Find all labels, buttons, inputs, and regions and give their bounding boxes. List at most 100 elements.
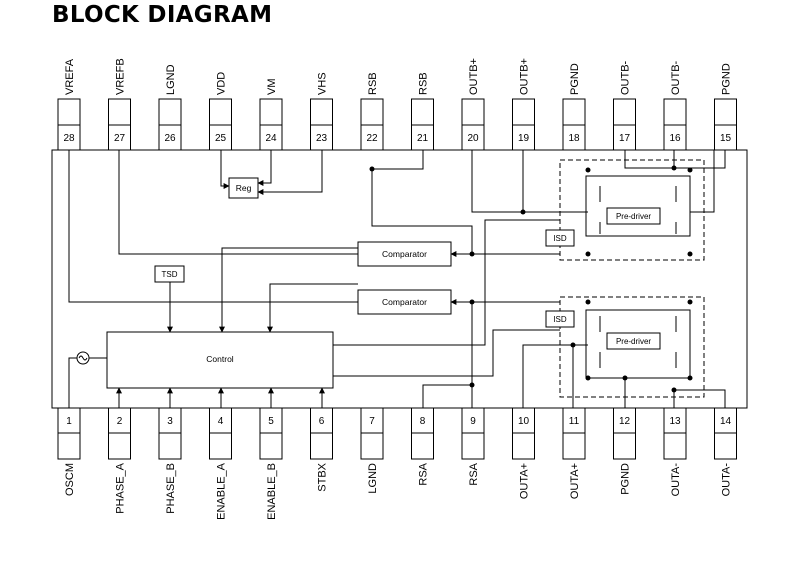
pin-number: 14 [720,416,732,427]
comparator-a-block: Comparator [357,289,452,315]
tsd-label: TSD [162,270,178,279]
pin-name: LGND [367,463,379,494]
h-bridge-b [559,159,705,261]
pins-layer: 28VREFA27VREFB26LGND25VDD24VM23VHS22RSB2… [57,58,737,520]
pin-number: 9 [470,416,476,427]
control-block: Control [106,331,334,389]
pin-name: VREFA [64,58,76,95]
pin-name: OUTA+ [569,463,581,499]
predriver-b-block: Pre-driver [606,207,661,225]
pin-name: STBX [317,462,329,491]
pin-number: 19 [518,133,530,144]
pin-top-0: 28 VREFA [57,58,81,151]
comparator-b-block: Comparator [357,241,452,267]
h-bridge-a [559,296,705,398]
pin-name: OUTB+ [468,58,480,95]
pin-number: 10 [518,416,530,427]
pin-number: 28 [63,133,75,144]
pin-name: PGND [620,463,632,495]
pin-number: 7 [369,416,375,427]
pin-top-3: 25 VDD [209,72,232,151]
pin-number: 18 [568,133,580,144]
pin-number: 3 [167,416,173,427]
pin-name: RSB [367,72,379,95]
pin-number: 5 [268,416,274,427]
pin-number: 13 [669,416,681,427]
pin-name: PHASE_A [115,462,127,513]
predriver-b-label: Pre-driver [616,212,651,221]
oscillator-icon [76,351,90,365]
pin-number: 11 [569,416,580,427]
pin-number: 1 [66,416,72,427]
pin-top-2: 26 LGND [158,64,182,151]
pin-number: 4 [218,416,224,427]
pin-number: 17 [619,133,631,144]
comparator-a-label: Comparator [382,297,427,307]
predriver-a-block: Pre-driver [606,332,661,350]
isd-a-label: ISD [553,315,567,324]
isd-b-label: ISD [553,234,567,243]
pin-name: PGND [721,63,733,95]
pin-name: VM [266,79,278,96]
pin-number: 22 [366,133,378,144]
tsd-block: TSD [154,265,185,283]
pin-number: 24 [265,133,277,144]
pin-name: OUTA- [670,463,682,497]
pin-number: 16 [669,133,681,144]
pin-name: OUTA- [721,463,733,497]
pin-number: 6 [319,416,325,427]
pin-name: OUTA+ [519,463,531,499]
pin-name: OUTB- [620,60,632,95]
pin-name: OUTB- [670,60,682,95]
pin-name: VDD [216,72,228,95]
chip-outline [51,149,748,409]
pin-number: 27 [114,133,126,144]
pin-name: ENABLE_A [216,462,228,520]
pin-number: 23 [316,133,328,144]
pin-top-1: 27 VREFB [108,58,131,151]
pin-top-11: 17 OUTB- [613,60,636,151]
diagram-title: BLOCK DIAGRAM [52,2,273,28]
wiring [68,150,726,408]
pin-number: 26 [164,133,176,144]
pin-name: OSCM [64,463,76,496]
pin-name: RSA [468,462,480,485]
predriver-a-label: Pre-driver [616,337,651,346]
pin-name: VREFB [115,58,127,95]
pin-name: OUTB+ [519,58,531,95]
junction-dots [369,165,693,393]
pin-number: 2 [117,416,123,427]
pin-top-10: 18 PGND [562,63,586,151]
control-label: Control [206,354,234,364]
isd-b-block: ISD [545,229,575,247]
pin-name: PGND [569,63,581,95]
pin-number: 15 [720,133,732,144]
pin-top-13: 15 PGND [714,63,737,151]
pin-name: ENABLE_B [266,463,278,520]
pin-top-12: 16 OUTB- [663,60,687,151]
comparator-b-label: Comparator [382,249,427,259]
pin-top-9: 19 OUTB+ [512,58,535,151]
pin-name: RSB [418,72,430,95]
pin-name: LGND [165,64,177,95]
pin-number: 25 [215,133,227,144]
pin-top-4: 24 VM [259,79,283,151]
reg-block: Reg [228,177,259,199]
